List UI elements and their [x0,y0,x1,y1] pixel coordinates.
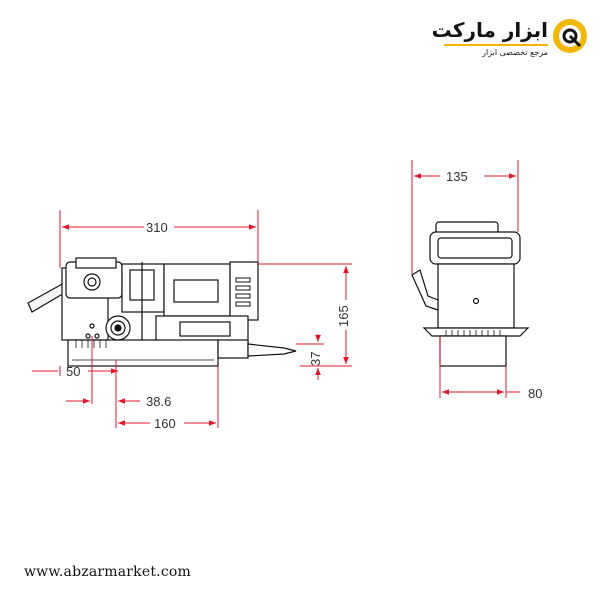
website-url[interactable]: www.abzarmarket.com [24,564,191,580]
dimension-lines-front [411,160,520,398]
front-view-machine [411,221,530,367]
dim-base-length: 160 [154,416,176,431]
brand-logo: ابزار مارکت مرجع تخصصی ابزار [430,10,590,66]
dimension-lines-side [32,210,352,428]
brand-name: ابزار مارکت [431,18,548,42]
dim-base-height: 37 [308,352,323,366]
drill-bit-ring-icon [553,19,587,53]
dim-overall-length: 310 [146,220,168,235]
dim-height: 165 [336,305,351,327]
dim-width-base: 80 [528,386,542,401]
base-ribs [75,340,107,348]
side-view-machine [27,257,297,367]
dim-left-offset: 50 [66,364,80,379]
brand-tagline: مرجع تخصصی ابزار [482,48,548,57]
dim-pin-offset: 38.6 [146,394,171,409]
brand-underline [444,44,548,46]
dim-width-top: 135 [446,169,468,184]
